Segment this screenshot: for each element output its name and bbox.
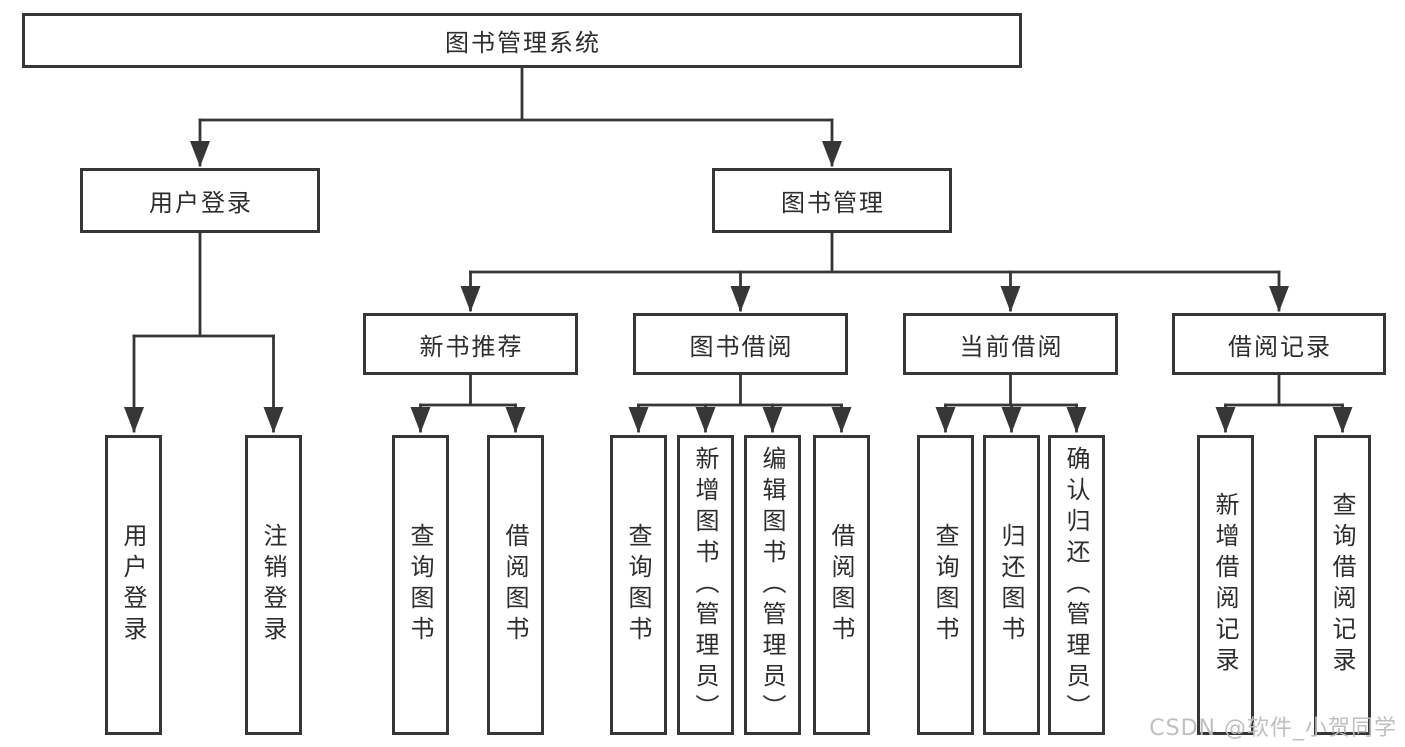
leaf-borrow-books-recommend: 借阅图书: [487, 435, 544, 735]
leaf-user-login: 用户登录: [105, 435, 162, 735]
leaf-return-books: 归还图书: [983, 435, 1040, 735]
leaf-add-borrow-record: 新增借阅记录: [1197, 435, 1254, 735]
node-book-borrowing: 图书借阅: [633, 313, 848, 375]
leaf-query-books-recommend: 查询图书: [392, 435, 449, 735]
node-book-management-branch: 图书管理: [712, 168, 952, 233]
leaf-query-books-borrowing: 查询图书: [610, 435, 667, 735]
leaf-logout: 注销登录: [245, 435, 302, 735]
node-current-borrowing: 当前借阅: [903, 313, 1118, 375]
node-new-book-recommendation: 新书推荐: [363, 313, 578, 375]
leaf-confirm-return-admin: 确认归还（管理员）: [1048, 435, 1105, 735]
node-borrowing-records: 借阅记录: [1172, 313, 1386, 375]
leaf-query-books-current: 查询图书: [917, 435, 974, 735]
leaf-query-borrow-record: 查询借阅记录: [1314, 435, 1371, 735]
leaf-add-books-admin: 新增图书（管理员）: [677, 435, 734, 735]
leaf-borrow-books-borrowing: 借阅图书: [813, 435, 870, 735]
csdn-watermark: CSDN @软件_小贺同学: [1149, 716, 1397, 741]
node-user-login-branch: 用户登录: [80, 168, 320, 233]
leaf-edit-books-admin: 编辑图书（管理员）: [744, 435, 801, 735]
node-library-system: 图书管理系统: [22, 13, 1022, 68]
